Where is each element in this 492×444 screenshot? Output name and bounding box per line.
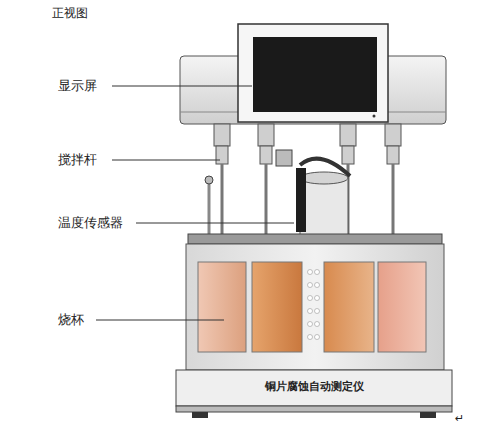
bath-lid <box>188 234 442 244</box>
stirrer-heads <box>214 124 401 164</box>
view-title: 正视图 <box>52 6 88 20</box>
part-label: 温度传感器 <box>58 215 123 231</box>
temperature-sensor <box>296 168 306 232</box>
sensor-cable <box>300 159 350 176</box>
part-label: 烧杯 <box>58 312 84 328</box>
base <box>176 370 452 406</box>
part-label: 显示屏 <box>58 78 97 94</box>
paragraph-mark: ↵ <box>455 412 464 425</box>
water-bath <box>186 244 444 370</box>
leader-lines <box>96 86 294 320</box>
display-screen <box>253 37 377 112</box>
instrument-name: 铜片腐蚀自动测定仪 <box>265 380 364 393</box>
feet <box>192 412 436 418</box>
heater-holes <box>308 270 320 340</box>
part-label: 搅拌杆 <box>58 152 97 168</box>
beakers <box>198 262 426 352</box>
display-frame <box>238 24 388 122</box>
